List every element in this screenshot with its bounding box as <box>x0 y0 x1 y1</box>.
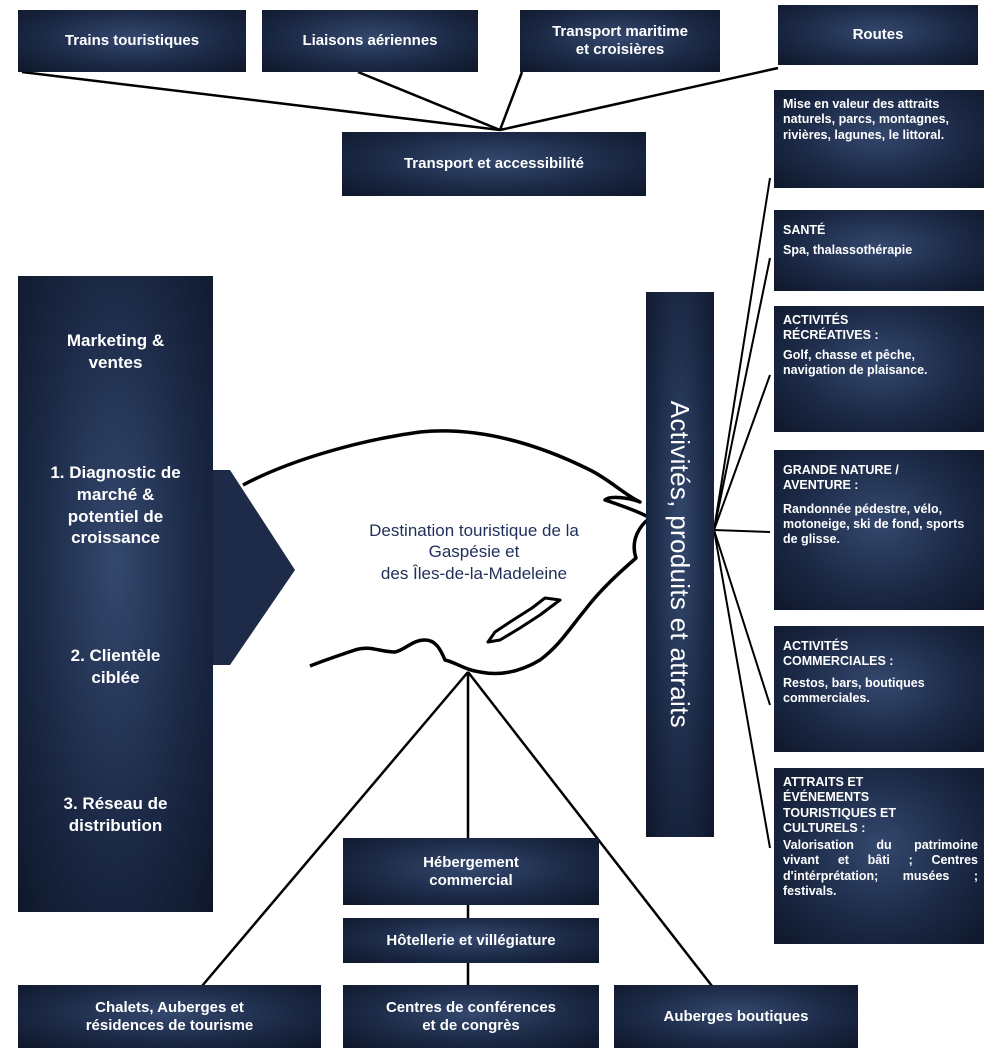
marketing-column <box>18 276 213 912</box>
marketing-item-reseau: 3. Réseau de distribution <box>63 794 168 835</box>
activity-body: Valorisation du patrimoine vivant et bât… <box>783 838 978 898</box>
marketing-item-clientele: 2. Clientèle ciblée <box>70 646 161 687</box>
centres-conferences-box: Centres de conférences et de congrès <box>343 985 599 1048</box>
activities-connectors <box>713 177 771 849</box>
activity-title: SANTÉ <box>783 223 826 237</box>
activity-box-attraits-naturels: Mise en valeur des attraits naturels, pa… <box>774 90 984 188</box>
routes-box: Routes <box>778 5 978 65</box>
marketing-arrow <box>210 470 295 665</box>
trains-touristiques-box: Trains touristiques <box>18 10 246 72</box>
activity-title: GRANDE NATURE / AVENTURE : <box>783 463 899 493</box>
lodging-connectors <box>201 671 713 987</box>
activity-box-attraits-evenements: ATTRAITS ET ÉVÉNEMENTS TOURISTIQUES ET C… <box>774 768 984 944</box>
marketing-item-diagnostic: 1. Diagnostic de marché & potentiel de c… <box>50 463 181 548</box>
marketing-title: Marketing & ventes <box>66 331 165 372</box>
activity-title: ACTIVITÉS RÉCRÉATIVES : <box>783 313 879 343</box>
activity-title: ACTIVITÉS COMMERCIALES : <box>783 639 894 669</box>
hebergement-commercial-box: Hébergement commercial <box>343 838 599 905</box>
activity-box-sante: SANTÉ Spa, thalassothérapie <box>774 210 984 291</box>
activity-body: Spa, thalassothérapie <box>783 243 913 258</box>
activity-body: Golf, chasse et pêche, navigation de pla… <box>783 347 928 377</box>
destination-label: Destination touristique de la Gaspésie e… <box>369 521 579 583</box>
activities-title: Activités, produits et attraits <box>665 400 696 729</box>
hotellerie-villegiature-box: Hôtellerie et villégiature <box>343 918 599 963</box>
destination-map-outline <box>242 429 652 676</box>
activity-box-commerciales: ACTIVITÉS COMMERCIALES : Restos, bars, b… <box>774 626 984 752</box>
liaisons-aeriennes-box: Liaisons aériennes <box>262 10 478 72</box>
auberges-boutiques-box: Auberges boutiques <box>614 985 858 1048</box>
destination-map-inlet <box>486 596 562 644</box>
activity-body: Restos, bars, boutiques commerciales. <box>783 675 925 705</box>
chalets-auberges-box: Chalets, Auberges et résidences de touri… <box>18 985 321 1048</box>
activity-box-grande-nature: GRANDE NATURE / AVENTURE : Randonnée péd… <box>774 450 984 610</box>
activity-title: ATTRAITS ET ÉVÉNEMENTS TOURISTIQUES ET C… <box>783 775 896 835</box>
transport-accessibilite-box: Transport et accessibilité <box>342 132 646 196</box>
activity-box-recreatives: ACTIVITÉS RÉCRÉATIVES : Golf, chasse et … <box>774 306 984 432</box>
transport-connectors <box>21 66 779 132</box>
transport-maritime-box: Transport maritime et croisières <box>520 10 720 72</box>
activity-body: Randonnée pédestre, vélo, motoneige, ski… <box>783 501 965 547</box>
activity-body: Mise en valeur des attraits naturels, pa… <box>783 97 950 142</box>
activities-banner: Activités, produits et attraits <box>646 292 714 837</box>
